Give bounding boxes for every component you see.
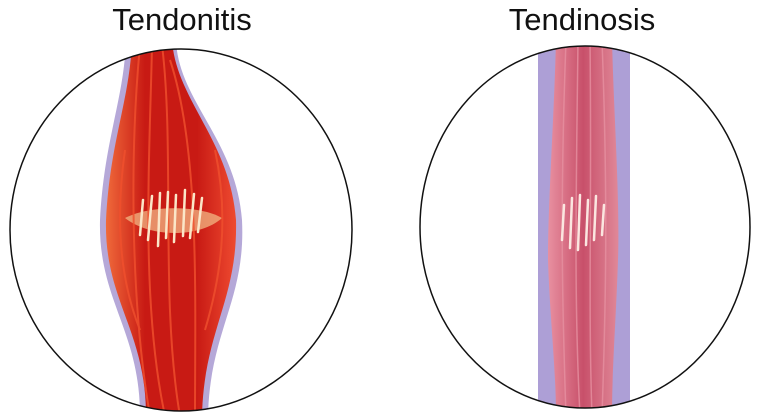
degenerated-tendon [548, 46, 619, 408]
tear-fibers [138, 188, 204, 248]
tendonitis-title: Tendonitis [112, 2, 252, 37]
tendinosis-illustration [538, 46, 630, 408]
tendinosis-title: Tendinosis [508, 2, 656, 37]
tear-fibers [560, 193, 606, 252]
tendonitis-illustration [99, 49, 243, 411]
tendonitis-circle [9, 48, 353, 412]
tendinosis-circle [419, 45, 751, 409]
